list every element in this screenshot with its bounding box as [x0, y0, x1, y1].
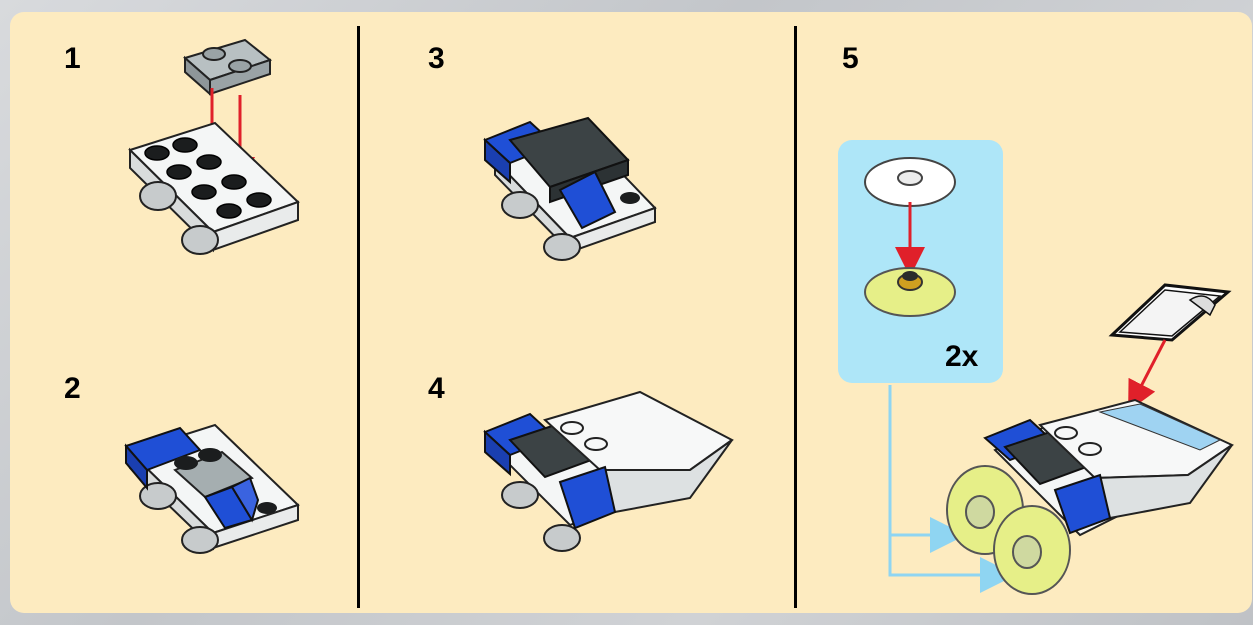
sticker-icon: [1112, 285, 1228, 340]
wheel-subassembly-illustration: [865, 158, 955, 316]
gray-plate-icon: [185, 40, 270, 94]
step-3-illustration: [485, 118, 655, 260]
final-vehicle-illustration: [947, 400, 1232, 594]
chassis-icon: [130, 123, 298, 254]
step-4-illustration: [485, 392, 732, 551]
step-1-illustration: [130, 40, 298, 254]
step-2-illustration: [126, 425, 298, 553]
wheel-icon: [865, 268, 955, 316]
